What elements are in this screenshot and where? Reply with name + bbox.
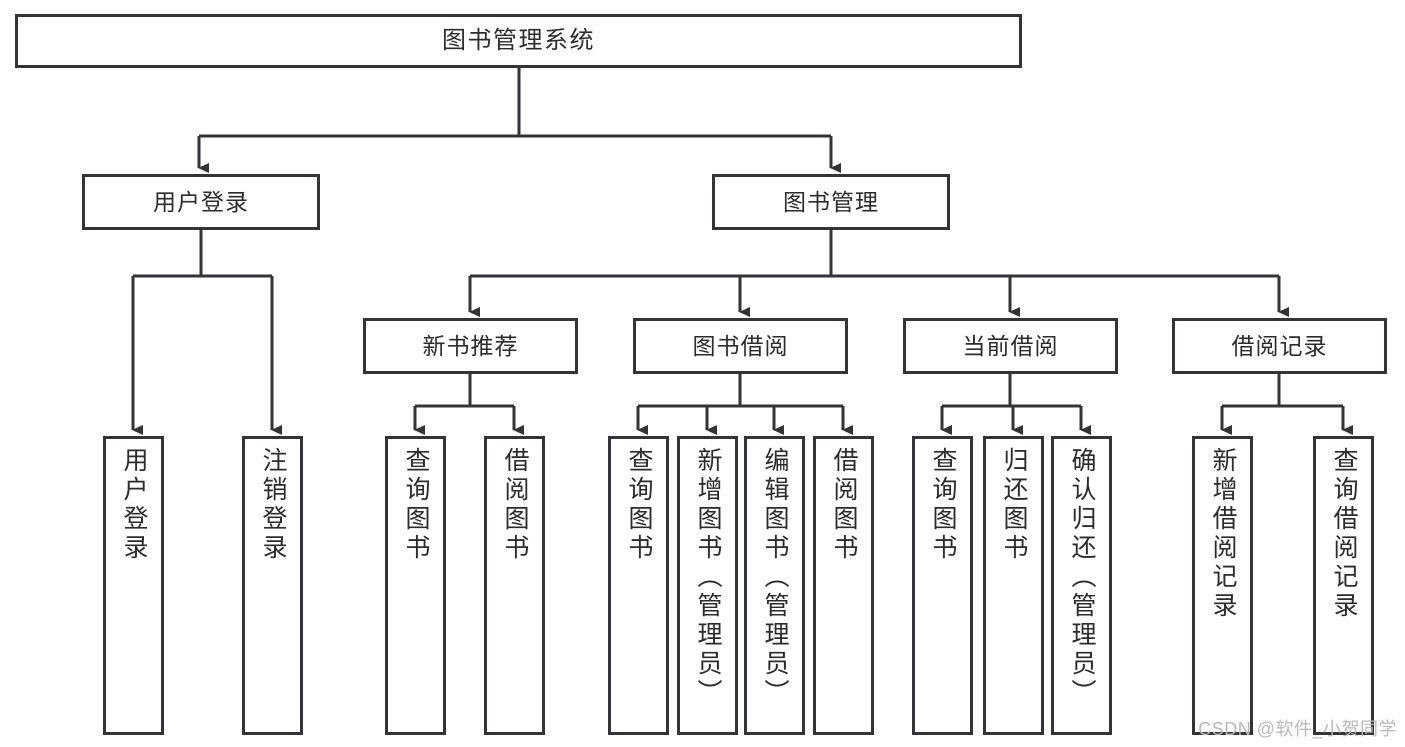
node-new-book-rec[interactable]: 新书推荐	[363, 318, 578, 374]
node-leaf-add-record[interactable]: 新增借阅记录	[1192, 436, 1253, 735]
node-leaf-add-record-label: 新增借阅记录	[1209, 447, 1237, 621]
node-leaf-query-book-2[interactable]: 查询图书	[608, 436, 669, 735]
node-leaf-query-record-label: 查询借阅记录	[1330, 447, 1358, 621]
node-leaf-confirm-return[interactable]: 确认归还（管理员）	[1051, 436, 1112, 735]
node-user-login-label: 用户登录	[153, 188, 249, 215]
node-leaf-borrow-book-2[interactable]: 借阅图书	[813, 436, 874, 735]
node-leaf-add-book[interactable]: 新增图书（管理员）	[677, 436, 738, 735]
node-leaf-logout-label: 注销登录	[259, 447, 287, 563]
node-current-borrow-label: 当前借阅	[962, 332, 1059, 359]
node-leaf-query-record[interactable]: 查询借阅记录	[1313, 436, 1374, 735]
node-root[interactable]: 图书管理系统	[15, 14, 1022, 68]
node-leaf-user-login-label: 用户登录	[120, 447, 148, 563]
node-book-manage[interactable]: 图书管理	[712, 174, 950, 230]
node-leaf-edit-book-label: 编辑图书（管理员）	[761, 447, 789, 708]
node-user-login[interactable]: 用户登录	[82, 174, 320, 230]
node-leaf-borrow-book-2-label: 借阅图书	[830, 447, 858, 563]
node-leaf-borrow-book-1-label: 借阅图书	[501, 447, 529, 563]
node-root-label: 图书管理系统	[442, 27, 595, 55]
node-leaf-edit-book[interactable]: 编辑图书（管理员）	[744, 436, 805, 735]
node-borrow-record-label: 借阅记录	[1231, 332, 1328, 359]
node-leaf-borrow-book-1[interactable]: 借阅图书	[484, 436, 545, 735]
csdn-watermark: CSDN @软件_小贺同学	[1198, 719, 1397, 739]
node-leaf-confirm-return-label: 确认归还（管理员）	[1068, 447, 1096, 708]
node-leaf-return-book[interactable]: 归还图书	[983, 436, 1044, 735]
node-book-borrow[interactable]: 图书借阅	[633, 318, 848, 374]
node-new-book-rec-label: 新书推荐	[422, 332, 519, 359]
node-leaf-query-book-3[interactable]: 查询图书	[912, 436, 973, 735]
node-borrow-record[interactable]: 借阅记录	[1172, 318, 1387, 374]
node-leaf-add-book-label: 新增图书（管理员）	[694, 447, 722, 708]
node-leaf-user-login[interactable]: 用户登录	[103, 436, 164, 735]
node-book-borrow-label: 图书借阅	[692, 332, 789, 359]
node-leaf-logout[interactable]: 注销登录	[242, 436, 303, 735]
node-book-manage-label: 图书管理	[783, 188, 879, 215]
node-current-borrow[interactable]: 当前借阅	[903, 318, 1118, 374]
node-leaf-query-book-3-label: 查询图书	[929, 447, 957, 563]
node-leaf-return-book-label: 归还图书	[1000, 447, 1028, 563]
node-leaf-query-book-2-label: 查询图书	[625, 447, 653, 563]
node-leaf-query-book-1-label: 查询图书	[402, 447, 430, 563]
node-leaf-query-book-1[interactable]: 查询图书	[385, 436, 446, 735]
